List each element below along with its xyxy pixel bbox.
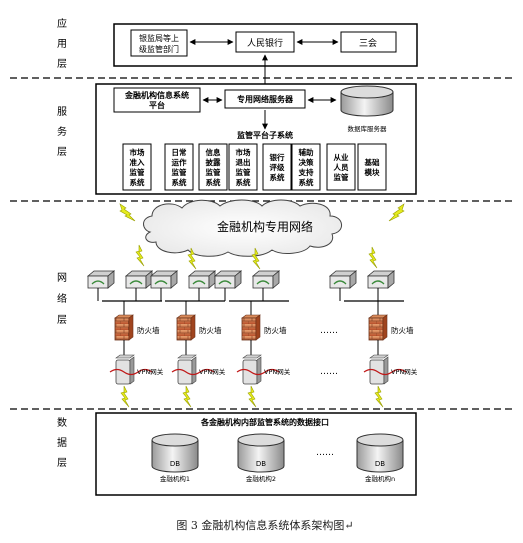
router-icon [86,270,116,289]
network-server-label: 专用网络服务器 [237,94,294,104]
firewall-icon [241,314,261,341]
lightning-bolt [135,244,145,267]
network-ellipsis-1: …… [320,326,338,336]
lightning-bolt [119,203,136,222]
lightning-bolt [120,385,130,408]
vpn-gateway-icon [171,354,215,385]
layer-label-service: 服务层 [57,106,67,158]
subsystem-box [198,143,228,191]
network-server-box [224,89,306,109]
info-platform-label: 金融机构信息系统平台 [124,90,189,110]
vpn-label: VPN网关 [391,367,418,376]
vpn-label: VPN网关 [264,367,291,376]
layer-label-application: 应用层 [57,17,67,70]
subsystem-box [122,143,152,191]
firewall-label: 防火墙 [391,325,414,335]
layer-separators [10,77,513,410]
vpn-gateway-icon [363,354,407,385]
subsystem-label: 银行评级系统 [270,152,285,182]
info-platform-box [113,87,201,113]
lightning-bolt [247,385,257,408]
subsystem-box [164,143,194,191]
subsystem-title: 监管平台子系统 [237,130,293,140]
router-icon [251,270,281,289]
db-label: DB [170,460,180,468]
subsystem-label: 市场退出监管系统 [236,147,251,187]
db-label: DB [256,460,266,468]
lightning-bolt [374,385,384,408]
db-label: DB [375,460,385,468]
firewall-label: 防火墙 [137,325,160,335]
figure-caption: 图 3 金融机构信息系统体系架构图↵ [176,518,353,532]
institution-label: 金融机构2 [246,474,276,483]
subsystem-label: 基础模块 [364,157,380,177]
firewall-label: 防火墙 [199,325,222,335]
router-icon [328,270,358,289]
network-ellipsis-2: …… [320,367,338,377]
router-icon [124,270,154,289]
subsystem-box [262,143,292,191]
db-server-label: 数据库服务器 [348,124,388,133]
subsystem-box [228,143,258,191]
vpn-label: VPN网关 [137,367,164,376]
vpn-gateway-icon [236,354,280,385]
subsystem-label: 信息披露监管系统 [206,147,221,187]
subsystem-label: 辅助决策支持系统 [298,147,314,187]
institution-db-icon [237,433,285,473]
lightning-bolts [119,203,405,270]
vpn-label: VPN网关 [199,367,226,376]
subsystem-box [357,143,387,191]
router-groups [86,270,404,302]
three-commissions-box [340,31,397,53]
cloud-label: 金融机构专用网络 [217,219,313,234]
layer-label-data: 数据层 [57,416,67,469]
network-cloud [143,199,342,257]
institution-label: 金融机构n [365,474,395,483]
subsystem-box [326,143,356,191]
institution-db-icon [151,433,199,473]
institution-db-icon [356,433,404,473]
subsystem-label: 日常运作监管系统 [172,147,187,187]
vpn-gateway-icon [109,354,153,385]
router-icon [187,270,217,289]
subsystem-label: 从业人员监管 [334,152,349,182]
institution-databases: DB 金融机构1 DB 金融机构2 DB 金融机构n [151,433,404,483]
router-icon [366,270,396,289]
firewall-icon [368,314,388,341]
institution-label: 金融机构1 [160,474,190,483]
pboc-box [235,31,295,53]
lightning-bolt [388,203,405,222]
firewall-label: 防火墙 [264,325,287,335]
subsystem-label: 市场准入监管系统 [130,147,145,187]
firewall-icon [114,314,134,341]
three-commissions-label: 三会 [359,37,377,49]
data-ellipsis: …… [316,448,334,458]
firewall-icon [176,314,196,341]
subsystem-box [291,143,321,191]
lightning-bolt [182,385,192,408]
lightning-bolt [251,247,261,270]
router-icon [149,270,179,289]
data-interface-title: 各金融机构内部监管系统的数据接口 [200,417,329,427]
firewall-vpn-chains: 防火墙 VPN网关 防火墙 VPN网关 防火墙 VPN网关 防火墙 VPN网关 [109,301,418,408]
cbrc-box [130,29,188,57]
lightning-bolt [187,247,197,270]
db-server-icon [340,85,394,117]
layer-label-network: 网络层 [57,272,67,326]
pboc-label: 人民银行 [247,37,283,49]
lightning-bolt [368,246,378,269]
cbrc-label: 银监局等上级监管部门 [139,33,179,54]
router-icon [213,270,243,289]
